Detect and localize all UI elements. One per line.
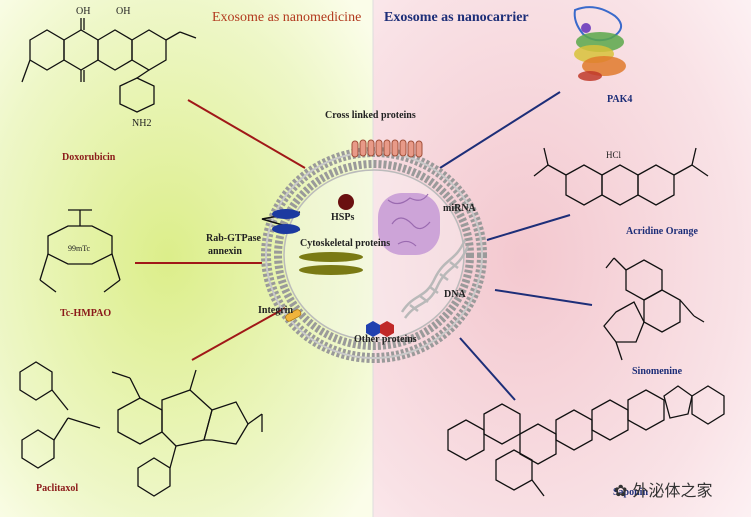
pak4-structure xyxy=(573,6,626,81)
tc-hmpao-structure xyxy=(39,209,121,293)
line-sinomenine xyxy=(494,289,593,306)
saponin-structure xyxy=(447,385,725,497)
watermark-label: 外泌体之家 xyxy=(632,481,713,500)
watermark-text: ✿ 外泌体之家 xyxy=(614,477,713,501)
other-protein-red xyxy=(380,321,394,337)
acridine-structure xyxy=(533,147,709,206)
label-doxorubicin: Doxorubicin xyxy=(62,152,116,163)
header-nanomedicine: Exosome as nanomedicine xyxy=(212,10,362,25)
label-integrin: Integrin xyxy=(258,305,293,316)
label-other-proteins: Other proteins xyxy=(354,334,417,345)
other-protein-blue xyxy=(366,321,380,337)
label-dna: DNA xyxy=(444,289,466,300)
label-mirna: miRNA xyxy=(443,203,476,214)
nh2-label: NH2 xyxy=(132,118,152,129)
oh-label-1: OH xyxy=(76,6,91,17)
dna-shape xyxy=(400,239,470,319)
label-saponin: Saponin xyxy=(613,487,649,498)
right-panel-bg xyxy=(373,0,751,517)
label-annexin: annexin xyxy=(208,246,242,257)
label-pak4: PAK4 xyxy=(607,94,633,105)
line-doxorubicin xyxy=(187,99,306,169)
label-sinomenine: Sinomenine xyxy=(632,366,683,377)
label-cytoskeletal-proteins: Cytoskeletal proteins xyxy=(300,238,391,249)
line-pak4 xyxy=(439,91,561,169)
paclitaxol-structure xyxy=(19,361,263,497)
hcl-label: HCl xyxy=(606,150,622,160)
sinomenine-structure xyxy=(603,257,705,361)
header-nanocarrier: Exosome as nanocarrier xyxy=(384,10,529,25)
connector-lines xyxy=(135,91,593,401)
mirna-shape xyxy=(378,193,440,255)
oh-label-2: OH xyxy=(116,6,131,17)
label-tc-hmpao: Tc-HMPAO xyxy=(60,308,112,319)
cytoskeletal-shape xyxy=(299,252,363,275)
rab-annexin-shape xyxy=(261,209,301,234)
watermark-icon: ✿ xyxy=(614,481,633,500)
integrin-shape xyxy=(285,309,302,322)
label-paclitaxol: Paclitaxol xyxy=(36,483,79,494)
line-paclitaxol xyxy=(191,307,286,361)
line-acridine xyxy=(486,214,571,241)
label-acridine-orange: Acridine Orange xyxy=(626,226,698,237)
hsps-shape xyxy=(338,194,354,210)
label-rab-gtpase: Rab-GTPase xyxy=(206,233,261,244)
label-hsps: HSPs xyxy=(331,212,355,223)
tc-label: 99mTc xyxy=(68,244,91,253)
cross-linked-proteins-shape xyxy=(351,139,423,158)
doxorubicin-structure xyxy=(21,18,197,113)
label-cross-linked-proteins: Cross linked proteins xyxy=(325,110,416,121)
line-saponin xyxy=(459,337,516,401)
